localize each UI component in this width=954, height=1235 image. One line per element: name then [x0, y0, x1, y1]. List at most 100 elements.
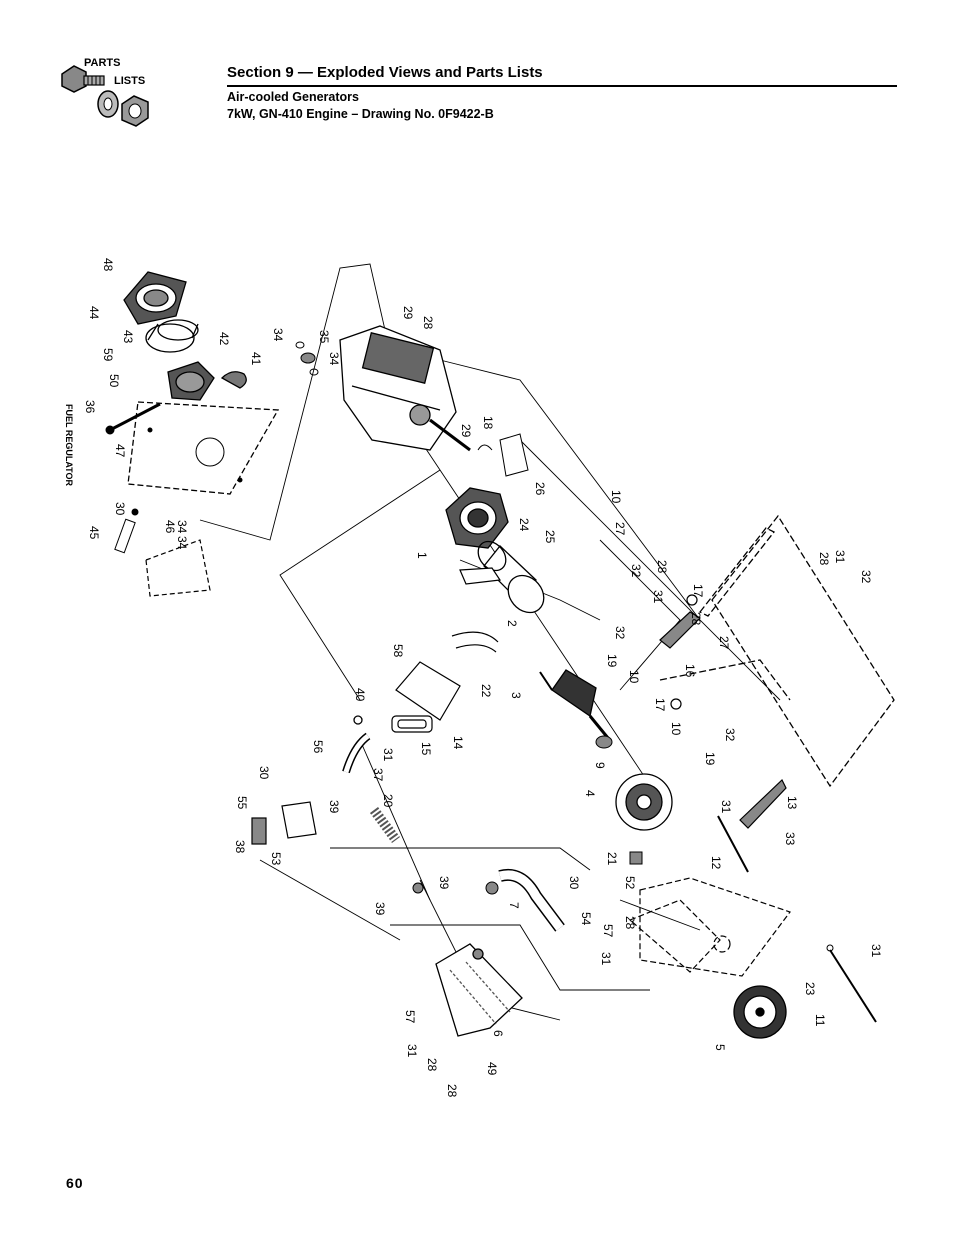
bracket-18 — [477, 433, 529, 477]
brackets-16 — [659, 594, 701, 710]
callout-31a: 31 — [651, 590, 665, 604]
callout-37: 37 — [371, 768, 385, 782]
callout-57a: 57 — [601, 924, 615, 938]
callout-54: 54 — [579, 912, 593, 926]
callout-10b: 10 — [627, 670, 641, 684]
callout-31d: 31 — [719, 800, 733, 814]
callout-31f: 31 — [869, 944, 883, 958]
callout-56: 56 — [311, 740, 325, 754]
callout-17b: 17 — [653, 698, 667, 712]
drawing-subtitle: Air-cooled Generators 7kW, GN-410 Engine… — [227, 89, 494, 123]
callout-32d: 32 — [723, 728, 737, 742]
callout-34c: 34 — [175, 520, 189, 534]
logo-word-parts: PARTS — [84, 57, 120, 69]
callout-31b: 31 — [833, 550, 847, 564]
callout-10c: 10 — [669, 722, 683, 736]
muffler-bracket — [251, 801, 317, 845]
callout-18: 18 — [481, 416, 495, 430]
callout-58: 58 — [391, 644, 405, 658]
callout-30c: 30 — [567, 876, 581, 890]
callout-28g: 28 — [445, 1084, 459, 1098]
callout-36: 36 — [83, 400, 97, 414]
callout-34b: 34 — [327, 352, 341, 366]
callout-31c: 31 — [381, 748, 395, 762]
callout-50: 50 — [107, 374, 121, 388]
air-cleaner-cover — [123, 271, 187, 325]
callout-27a: 27 — [613, 522, 627, 536]
callout-7: 7 — [507, 902, 521, 909]
callout-48: 48 — [101, 258, 115, 272]
fan-housing — [391, 567, 502, 733]
callout-14: 14 — [451, 736, 465, 750]
callout-17a: 17 — [691, 584, 705, 598]
callout-28d: 28 — [689, 612, 703, 626]
callout-13: 13 — [785, 796, 799, 810]
callout-34d: 34 — [175, 536, 189, 550]
air-filter — [145, 319, 199, 353]
section-title: Section 9 — Exploded Views and Parts Lis… — [227, 64, 543, 81]
callout-57b: 57 — [403, 1010, 417, 1024]
fuel-hose-fitting — [114, 508, 139, 554]
callout-32c: 32 — [613, 626, 627, 640]
callout-34a: 34 — [271, 328, 285, 342]
engine-block — [339, 325, 471, 452]
logo-word-lists: LISTS — [114, 75, 145, 87]
callout-11: 11 — [813, 1014, 827, 1027]
callout-28f: 28 — [425, 1058, 439, 1072]
air-cleaner-base — [167, 361, 247, 401]
rotor — [539, 669, 610, 739]
callout-30a: 30 — [113, 502, 127, 516]
fuel-regulator-plate — [127, 401, 280, 495]
engine-adapter — [445, 487, 509, 549]
callout-47: 47 — [113, 444, 127, 458]
callout-29a: 29 — [401, 306, 415, 320]
callout-21: 21 — [605, 852, 619, 866]
fuel-regulator-label: FUEL REGULATOR — [64, 404, 74, 487]
callout-32a: 32 — [629, 564, 643, 578]
stator — [477, 540, 545, 614]
page-number: 60 — [66, 1175, 84, 1191]
callout-32b: 32 — [859, 570, 873, 584]
callout-28c: 28 — [817, 552, 831, 566]
frame — [659, 514, 895, 788]
callout-9: 9 — [593, 762, 607, 769]
callout-15: 15 — [419, 742, 433, 756]
base-cradle — [628, 877, 791, 977]
callout-35: 35 — [317, 330, 331, 344]
callout-19a: 19 — [605, 654, 619, 668]
callout-27b: 27 — [717, 636, 731, 650]
callout-2: 2 — [505, 620, 519, 627]
callout-39a: 39 — [327, 800, 341, 814]
axle — [826, 944, 877, 1023]
exhaust-pipe — [412, 869, 565, 932]
callout-39c: 39 — [373, 902, 387, 916]
callout-42: 42 — [217, 332, 231, 346]
callout-38: 38 — [233, 840, 247, 854]
callout-52: 52 — [623, 876, 637, 890]
nut-icon — [121, 95, 149, 127]
fuel-fitting — [105, 402, 161, 435]
callout-12: 12 — [709, 856, 723, 870]
callout-31e: 31 — [599, 952, 613, 966]
subtitle-line-2: 7kW, GN-410 Engine – Drawing No. 0F9422-… — [227, 107, 494, 121]
washer-icon — [97, 90, 119, 118]
callout-28e: 28 — [623, 916, 637, 930]
callout-45: 45 — [87, 526, 101, 540]
callout-40: 40 — [353, 688, 367, 702]
callout-31g: 31 — [405, 1044, 419, 1058]
callout-23: 23 — [803, 982, 817, 996]
callout-20: 20 — [381, 794, 395, 808]
header-rule — [227, 85, 897, 87]
callout-59: 59 — [101, 348, 115, 362]
callout-44: 44 — [87, 306, 101, 320]
callout-49: 49 — [485, 1062, 499, 1076]
clamp-21 — [629, 851, 643, 865]
callout-25: 25 — [543, 530, 557, 544]
callout-labels: 48 44 43 59 50 36 47 42 41 34 35 34 34 2… — [64, 258, 883, 1098]
callout-10a: 10 — [609, 490, 623, 504]
rear-bearing-carrier — [615, 773, 673, 831]
callout-22: 22 — [479, 684, 493, 698]
callout-46: 46 — [163, 520, 177, 534]
callout-24: 24 — [517, 518, 531, 532]
